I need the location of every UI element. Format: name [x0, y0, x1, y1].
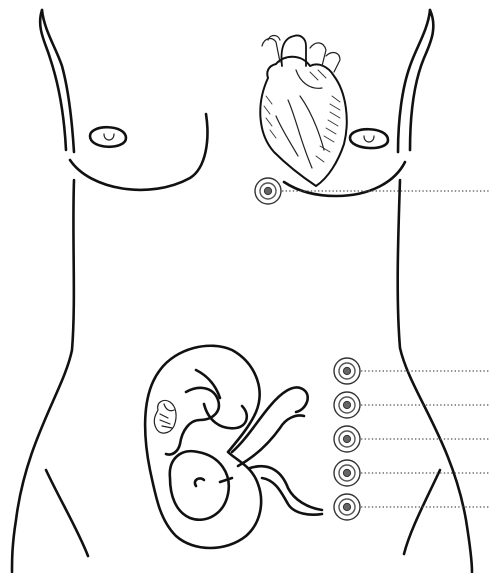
heart-outline	[260, 57, 346, 186]
fetus-hand	[154, 400, 176, 433]
left-breast-outline	[70, 114, 207, 190]
left-torso-side	[12, 180, 74, 572]
vessel-branch-3	[310, 43, 326, 66]
electrode-group	[255, 178, 490, 520]
fetus-thigh-inner	[238, 416, 304, 467]
fetus-forearm	[204, 404, 247, 428]
vessel-branch-1	[262, 39, 280, 62]
abdominal-electrode-4[interactable]	[334, 460, 360, 486]
torso-outline	[12, 10, 472, 572]
right-hip-crease	[404, 470, 440, 554]
chest-electrode[interactable]	[255, 178, 281, 204]
fetus-illustration	[145, 346, 322, 548]
fetus-body-outline	[145, 346, 261, 548]
abdominal-electrode-5[interactable]	[334, 494, 360, 520]
fetus-back-curve	[196, 370, 220, 398]
left-nipple	[90, 127, 126, 147]
abdominal-electrode-3[interactable]	[334, 426, 360, 452]
pulmonary-trunk	[296, 70, 322, 88]
left-hip-crease	[46, 470, 88, 556]
left-nipple-center	[104, 134, 114, 140]
right-nipple	[350, 129, 388, 148]
aorta-arch	[282, 35, 307, 66]
left-arm-outer-line	[40, 10, 66, 150]
right-nipple-center	[364, 136, 374, 142]
fetus-ear	[195, 478, 204, 486]
fetus-eye	[220, 478, 232, 482]
heart-illustration	[260, 35, 346, 186]
coronary-artery-3	[276, 116, 298, 156]
abdominal-electrode-2[interactable]	[334, 392, 360, 418]
fetus-head	[170, 451, 229, 520]
left-arm-inner-line	[42, 10, 74, 152]
right-torso-side	[398, 180, 472, 572]
right-arm-outer-line	[410, 10, 433, 150]
right-arm-inner-line	[398, 10, 430, 152]
abdominal-electrode-1[interactable]	[334, 358, 360, 384]
fetus-arm	[166, 388, 219, 455]
coronary-artery-2	[300, 96, 324, 150]
